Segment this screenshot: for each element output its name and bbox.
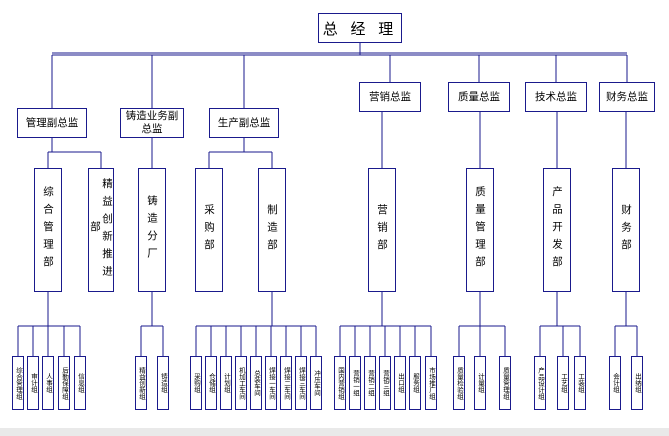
head-box-1-label: 铸造业务副总监 — [125, 110, 179, 135]
section-box-13: 焊接二车间 — [280, 356, 292, 410]
section-box-14: 焊接三车间 — [295, 356, 307, 410]
head-box-4-label: 质量总监 — [458, 90, 500, 103]
section-box-29-label: 会计组 — [611, 373, 620, 393]
department-box-3-label: 采购部 — [203, 203, 215, 257]
section-box-0-label: 综合管理组 — [14, 366, 23, 400]
general-manager-box: 总 经 理 — [318, 13, 402, 43]
head-box-0-label: 管理副总监 — [25, 116, 79, 129]
section-box-6: 铸造组 — [157, 356, 169, 410]
head-box-3-label: 营销总监 — [369, 90, 411, 103]
section-box-2-label: 人事组 — [44, 373, 53, 393]
section-box-1-label: 审计组 — [29, 373, 38, 393]
section-box-25-label: 质量管理组 — [501, 366, 510, 400]
section-box-3-label: 后勤保障组 — [60, 366, 69, 400]
department-box-7-label: 产品开发部 — [551, 186, 563, 274]
section-box-7-label: 采购组 — [192, 373, 201, 393]
head-box-4: 质量总监 — [448, 82, 510, 112]
department-box-1-label: 精益创新推进部 — [89, 177, 113, 283]
section-box-7: 采购组 — [190, 356, 202, 410]
section-box-9: 计划组 — [220, 356, 232, 410]
head-box-0: 管理副总监 — [17, 108, 87, 138]
department-box-7: 产品开发部 — [543, 168, 571, 292]
section-box-12: 焊接一车间 — [265, 356, 277, 410]
section-box-8-label: 仓储组 — [207, 373, 216, 393]
department-box-8: 财务部 — [612, 168, 640, 292]
section-box-28-label: 工装组 — [576, 373, 585, 393]
section-box-19: 营销三组 — [379, 356, 391, 410]
section-box-22-label: 市场推广组 — [427, 366, 436, 400]
head-box-5: 技术总监 — [525, 82, 587, 112]
section-box-22: 市场推广组 — [425, 356, 437, 410]
department-box-2-label: 铸造分厂 — [146, 195, 158, 265]
section-box-0: 综合管理组 — [12, 356, 24, 410]
section-box-19-label: 营销三组 — [381, 370, 390, 396]
section-box-11: 总装车间 — [250, 356, 262, 410]
section-box-14-label: 焊接三车间 — [297, 366, 306, 400]
section-box-23-label: 质量检验组 — [455, 366, 464, 400]
general-manager-box-label: 总 经 理 — [322, 19, 398, 38]
department-box-2: 铸造分厂 — [138, 168, 166, 292]
section-box-15: 冲压车间 — [310, 356, 322, 410]
section-box-6-label: 铸造组 — [159, 373, 168, 393]
section-box-24-label: 计量组 — [476, 373, 485, 393]
department-box-8-label: 财务部 — [620, 203, 632, 257]
head-box-1: 铸造业务副总监 — [120, 108, 184, 138]
section-box-23: 质量检验组 — [453, 356, 465, 410]
department-box-0: 综合管理部 — [34, 168, 62, 292]
section-box-30-label: 出纳组 — [633, 373, 642, 393]
section-box-16: 国内营销组 — [334, 356, 346, 410]
head-box-2: 生产副总监 — [209, 108, 279, 138]
department-box-5-label: 营销部 — [376, 203, 388, 257]
section-box-29: 会计组 — [609, 356, 621, 410]
department-box-6-label: 质量管理部 — [474, 186, 486, 274]
department-box-4-label: 制造部 — [266, 203, 278, 257]
head-box-2-label: 生产副总监 — [217, 116, 271, 129]
department-box-6: 质量管理部 — [466, 168, 494, 292]
section-box-9-label: 计划组 — [222, 373, 231, 393]
section-box-16-label: 国内营销组 — [336, 366, 345, 400]
section-box-26-label: 产品设计组 — [536, 366, 545, 400]
section-box-4: 信息组 — [74, 356, 86, 410]
department-box-0-label: 综合管理部 — [42, 186, 54, 274]
section-box-20: 出口组 — [394, 356, 406, 410]
section-box-1: 审计组 — [27, 356, 39, 410]
section-box-17-label: 营销一组 — [351, 370, 360, 396]
section-box-21: 服务组 — [409, 356, 421, 410]
section-box-21-label: 服务组 — [411, 373, 420, 393]
head-box-6: 财务总监 — [599, 82, 655, 112]
department-box-1: 精益创新推进部 — [88, 168, 114, 292]
section-box-4-label: 信息组 — [76, 373, 85, 393]
section-box-18-label: 营销二组 — [366, 370, 375, 396]
section-box-10-label: 机加工车间 — [237, 366, 246, 400]
section-box-15-label: 冲压车间 — [312, 370, 321, 396]
section-box-18: 营销二组 — [364, 356, 376, 410]
section-box-10: 机加工车间 — [235, 356, 247, 410]
section-box-28: 工装组 — [574, 356, 586, 410]
section-box-17: 营销一组 — [349, 356, 361, 410]
window-bottom-bar — [0, 428, 669, 436]
head-box-5-label: 技术总监 — [535, 90, 577, 103]
section-box-11-label: 总装车间 — [252, 370, 261, 396]
department-box-3: 采购部 — [195, 168, 223, 292]
section-box-30: 出纳组 — [631, 356, 643, 410]
section-box-27-label: 工艺组 — [559, 373, 568, 393]
section-box-24: 计量组 — [474, 356, 486, 410]
section-box-26: 产品设计组 — [534, 356, 546, 410]
department-box-4: 制造部 — [258, 168, 286, 292]
section-box-20-label: 出口组 — [396, 373, 405, 393]
section-box-12-label: 焊接一车间 — [267, 366, 276, 400]
section-box-27: 工艺组 — [557, 356, 569, 410]
section-box-8: 仓储组 — [205, 356, 217, 410]
section-box-25: 质量管理组 — [499, 356, 511, 410]
section-box-5: 精益创新组 — [135, 356, 147, 410]
section-box-3: 后勤保障组 — [58, 356, 70, 410]
section-box-13-label: 焊接二车间 — [282, 366, 291, 400]
department-box-5: 营销部 — [368, 168, 396, 292]
section-box-5-label: 精益创新组 — [137, 366, 146, 400]
head-box-3: 营销总监 — [359, 82, 421, 112]
section-box-2: 人事组 — [42, 356, 54, 410]
head-box-6-label: 财务总监 — [606, 90, 648, 103]
